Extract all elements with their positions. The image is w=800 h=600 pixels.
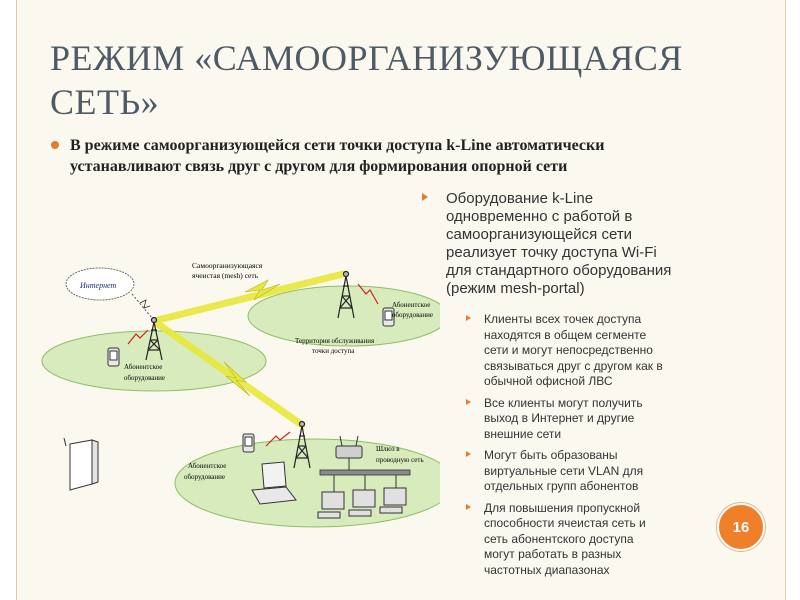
- wall-access-point-icon: [63, 437, 99, 491]
- title-line: РЕЖИМ «САМООРГАНИЗУЮЩАЯСЯ: [50, 38, 683, 78]
- point-paragraph: Оборудование k-Line одновременно с работ…: [446, 190, 746, 298]
- sub-point: Могут быть образованы виртуальные сети V…: [466, 448, 736, 495]
- territory-label-line: точки доступа: [312, 347, 355, 355]
- gateway-router-icon: [335, 435, 363, 459]
- subscriber-label-line: Абонентское: [392, 301, 430, 309]
- pda-device-icon: [382, 307, 395, 327]
- sub-point-line: могут работать в разных: [484, 547, 622, 561]
- laptop-icon: [251, 461, 297, 505]
- sub-points-list: Клиенты всех точек доступа находятся в о…: [466, 312, 736, 584]
- access-point-tower-icon: [337, 270, 355, 319]
- bullet-arrow-icon: [466, 398, 471, 405]
- sub-point-line: связываться друг с другом как в: [484, 358, 663, 373]
- internet-label: Интернет: [79, 281, 116, 290]
- desktop-computer-icon: [348, 475, 376, 517]
- mesh-link: [154, 270, 347, 324]
- subscriber-label-line: оборудование: [124, 374, 165, 382]
- mesh-link: [154, 320, 306, 429]
- sub-point-line: обычной офисной ЛВС: [484, 374, 613, 388]
- bullet-dot-icon: [51, 141, 59, 149]
- sub-point-line: частотных диапазонах: [484, 562, 610, 577]
- sub-point-line: находятся в общем сегменте: [484, 327, 647, 342]
- mesh-network-diagram: Интернет Самоорганизующаяся ячеистая (me…: [41, 261, 440, 528]
- lead-line: В режиме самоорганизующейся сети точки д…: [70, 137, 605, 154]
- sub-point-line: Клиенты всех точек доступа: [484, 312, 642, 326]
- mesh-link-zigzags: [223, 279, 281, 397]
- sub-point-line: внешние сети: [484, 426, 562, 441]
- sub-point-line: Могут быть образованы: [484, 448, 618, 462]
- lead-line: устанавливают связь друг с другом для фо…: [70, 158, 568, 175]
- gateway-label-line: проводную сеть: [376, 456, 424, 464]
- title-line: СЕТЬ»: [50, 82, 160, 122]
- sub-point: Все клиенты могут получить выход в Интер…: [466, 396, 736, 443]
- sub-point-line: выход в Интернет и другие: [484, 411, 635, 425]
- subscriber-label-line: Абонентское: [188, 462, 226, 470]
- gateway-label-line: Шлюз в: [376, 445, 400, 453]
- point-line: реализует точку доступа Wi-Fi: [446, 244, 657, 261]
- bullet-arrow-icon: [466, 315, 471, 321]
- subscriber-label-line: оборудование: [184, 473, 225, 481]
- point-line: для стандартного оборудования: [446, 262, 672, 279]
- lead-paragraph: В режиме самоорганизующейся сети точки д…: [70, 135, 740, 177]
- mesh-link-lines: [154, 270, 347, 429]
- sub-point-line: виртуальные сети VLAN для: [484, 463, 644, 478]
- sub-point: Клиенты всех точек доступа находятся в о…: [466, 312, 736, 390]
- sub-point-line: отдельных групп абонентов: [484, 479, 639, 493]
- point-line: одновременно с работой в: [446, 208, 633, 225]
- sub-point-line: сеть абонентского доступа: [484, 531, 634, 546]
- subscriber-label-line: оборудование: [392, 311, 433, 319]
- point-line: самоорганизующейся сети: [446, 226, 633, 243]
- internet-link: [131, 293, 153, 319]
- territory-label-line: Территория обслуживания: [295, 337, 375, 345]
- wired-backbone: [319, 469, 411, 476]
- sub-point: Для повышения пропускной способности яче…: [466, 501, 736, 579]
- lightning-icon: [139, 299, 151, 309]
- pda-device-icon: [107, 347, 120, 367]
- sub-point-line: Все клиенты могут получить: [484, 395, 643, 410]
- sub-point-line: способности ячеистая сеть и: [484, 516, 646, 530]
- point-line: Оборудование k-Line: [446, 190, 594, 207]
- page-number-badge: 16: [717, 503, 765, 551]
- coverage-area-ellipse: [41, 330, 267, 392]
- internet-cloud-icon: [65, 267, 135, 301]
- desktop-computer-icon: [379, 475, 407, 514]
- sub-point-line: сети и могут непосредственно: [484, 343, 653, 357]
- pda-device-icon: [242, 433, 255, 453]
- bullet-arrow-icon: [466, 503, 471, 510]
- bullet-arrow-icon: [466, 451, 471, 457]
- mesh-label-line: Самоорганизующаяся: [192, 261, 263, 270]
- point-line: (режим mesh-portal): [446, 280, 585, 297]
- subscriber-label-line: Абонентское: [124, 363, 162, 371]
- client-radio-links: [127, 283, 379, 447]
- slide-title: РЕЖИМ «САМООРГАНИЗУЮЩАЯСЯ СЕТЬ»: [50, 36, 730, 124]
- mesh-label-line: ячеистая (mesh) сеть: [192, 271, 259, 280]
- bullet-arrow-icon: [422, 193, 428, 201]
- sub-point-line: Для повышения пропускной: [484, 500, 641, 515]
- desktop-computer-icon: [317, 475, 345, 519]
- lightning-icon: [223, 361, 251, 397]
- access-point-tower-icon: [293, 420, 311, 469]
- lightning-icon: [244, 279, 281, 301]
- access-point-tower-icon: [145, 316, 163, 361]
